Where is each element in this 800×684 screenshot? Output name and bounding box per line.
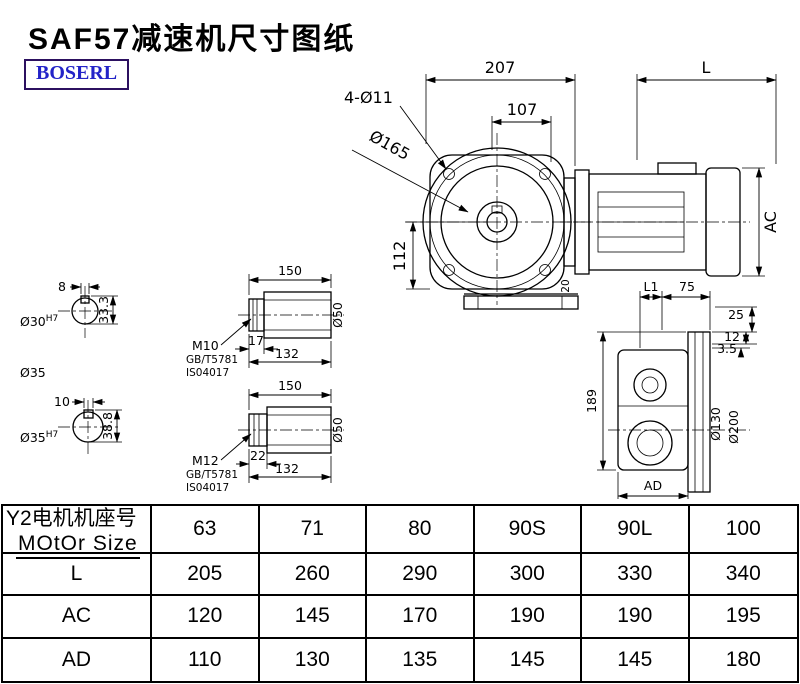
table-cell: 110 (152, 638, 260, 681)
table-cell: 205 (152, 554, 260, 597)
dim-keyway10-text: 10 (54, 394, 70, 409)
dim-center-to-face: 107 (491, 100, 552, 162)
table-cell: 120 (152, 596, 260, 639)
dim-132-text: 132 (275, 346, 299, 361)
table-cell: 145 (475, 638, 582, 681)
dim-207-text: 207 (485, 58, 516, 77)
table-cell: 180 (725, 647, 761, 671)
dim-d200-text: Ø200 (726, 410, 741, 444)
motor-size-value: 80 (367, 506, 475, 554)
table-cell: 330 (582, 554, 690, 597)
table-cell: 145 (582, 638, 690, 681)
dim-38-8-text: 38.8 (100, 412, 115, 440)
table-header-motor-size: Y2电机机座号 MOtOr Size (3, 506, 152, 559)
dim-L-text: L (702, 58, 711, 77)
page-title: SAF57减速机尺寸图纸 (28, 23, 356, 56)
dim-d50-text: Ø50 (330, 302, 345, 328)
std-iso-text: IS04017 (186, 367, 229, 379)
motor-size-value: 90L (582, 506, 690, 554)
dim-112-text: 112 (390, 241, 409, 272)
dim-motor-length: L (636, 58, 777, 164)
table-cell: 145 (259, 596, 367, 639)
dim-L1-text: L1 (644, 279, 659, 294)
motor-size-value: 100 (689, 506, 797, 554)
table-cell: 300 (474, 554, 582, 597)
shaft-profile-2: 150 M12 GB/T5781 IS04017 22 132 Ø50 (186, 378, 345, 494)
dim-150-text: 150 (278, 263, 302, 278)
dim-width-front: 207 (425, 58, 576, 166)
motor-geometry (560, 162, 750, 277)
bore-d35h7-text: Ø35H7 (20, 430, 58, 445)
dim-center-height: 112 (390, 221, 489, 290)
dim-20-text: 20 (560, 279, 572, 292)
row-label-L: L (3, 554, 152, 597)
motor-size-value: 63 (152, 506, 260, 554)
dim-d130-text: Ø130 (708, 407, 723, 441)
dim-4xd11-text: 4-Ø11 (344, 88, 393, 107)
main-view: 207 L 107 4-Ø11 Ø165 112 (344, 58, 780, 310)
std-iso-text-2: IS04017 (186, 482, 229, 494)
motor-size-value: 71 (259, 506, 367, 554)
technical-drawing: 207 L 107 4-Ø11 Ø165 112 (20, 58, 780, 500)
table-cell: 170 (367, 596, 475, 639)
table-cell: 135 (367, 638, 475, 681)
dim-d50-text-2: Ø50 (330, 417, 345, 443)
table-cell: 190 (582, 596, 690, 639)
side-view: L1 75 25 12 3.5 189 Ø130 Ø200 AD (584, 279, 757, 500)
bore-d30h7-text: Ø30H7 (20, 314, 58, 329)
motor-frame-label-cn: Y2电机机座号 (6, 507, 137, 530)
shaft-profile-1: 150 M10 GB/T5781 IS04017 17 132 Ø50 (186, 263, 345, 379)
thread-m10-text: M10 (192, 338, 219, 353)
dim-132-text-2: 132 (275, 461, 299, 476)
std-gb-text: GB/T5781 (186, 354, 238, 366)
dim-12-text: 12 (724, 329, 740, 344)
dim-flange-dia: Ø165 (351, 126, 469, 213)
dim-l1-75: L1 75 (639, 279, 711, 348)
dim-ad: AD (617, 472, 689, 500)
dim-22-text: 22 (250, 448, 266, 463)
table-cell: 195 (689, 596, 797, 639)
std-gb-text-2: GB/T5781 (186, 469, 238, 481)
dimension-table: Y2电机机座号 MOtOr Size 63 71 80 90S 90L 100 … (1, 504, 799, 683)
dim-AC-text: AC (761, 211, 780, 233)
dim-25-text: 25 (728, 307, 744, 322)
side-view-geometry (608, 331, 750, 493)
row-label-AD: AD (3, 638, 152, 681)
shaft-hole-detail-1: 8 Ø30H7 33.3 Ø35 (20, 279, 118, 380)
table-cell: 290 (367, 554, 475, 597)
dim-107-text: 107 (507, 100, 538, 119)
dim-150-text-2: 150 (278, 378, 302, 393)
dim-17-text: 17 (248, 333, 264, 348)
table-cell: 260 (259, 554, 367, 597)
motor-size-value: 90S (474, 506, 582, 554)
dim-motor-dia: AC (742, 167, 780, 277)
thread-m12-text: M12 (192, 453, 219, 468)
dim-33-3-text: 33.3 (96, 296, 111, 324)
brand-logo: BOSERL (24, 59, 130, 90)
table-cell: 190 (474, 596, 582, 639)
dim-75-text: 75 (679, 279, 695, 294)
shaft-hole-detail-2: 10 Ø35H7 38.8 (20, 394, 122, 455)
row-label-AC: AC (3, 596, 152, 639)
motor-frame-label-en: MOtOr Size (16, 532, 140, 559)
table-cell: 340 (689, 554, 797, 597)
dim-189-text: 189 (584, 389, 599, 413)
dim-3-5-text: 3.5 (717, 341, 737, 356)
table-cell: 130 (260, 638, 367, 681)
dim-AD-text: AD (644, 478, 662, 493)
label-d35-text: Ø35 (20, 365, 46, 380)
dim-bolt-holes: 4-Ø11 (344, 88, 447, 170)
dim-flange-steps: 25 12 3.5 (712, 306, 757, 358)
dim-keyway8-text: 8 (58, 279, 66, 294)
dim-d165-text: Ø165 (366, 126, 413, 164)
dim-height-189: 189 (584, 331, 686, 471)
